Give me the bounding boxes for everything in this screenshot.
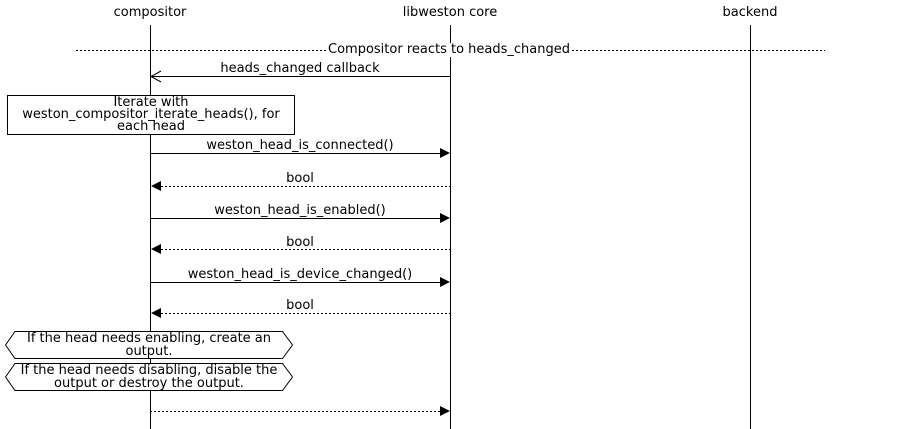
lifeline-libweston-core [450,25,451,429]
message-label: bool [284,298,316,313]
participant-label-libweston-core: libweston core [402,5,498,20]
message-line [161,249,450,250]
participant-label-backend: backend [722,5,778,20]
message-line [161,186,450,187]
message-line [151,76,450,77]
filled-arrowhead-left-icon [151,244,161,254]
note-text: If the head needs disabling, disable the… [20,363,278,391]
note-disable-output: If the head needs disabling, disable the… [5,363,293,391]
message-label: bool [284,235,316,250]
filled-arrowhead-right-icon [440,406,450,416]
lifeline-backend [750,25,751,429]
note-text: Iterate with weston_compositor_iterate_h… [22,95,280,134]
message-line [161,313,450,314]
message-line [150,282,440,283]
message-label: weston_head_is_device_changed() [185,267,415,282]
filled-arrowhead-right-icon [440,213,450,223]
filled-arrowhead-right-icon [440,277,450,287]
message-line [150,411,440,412]
filled-arrowhead-left-icon [151,308,161,318]
message-label: weston_head_is_enabled() [212,203,388,218]
filled-arrowhead-right-icon [440,148,450,158]
message-label: bool [284,171,316,186]
lifeline-compositor [150,25,151,429]
filled-arrowhead-left-icon [151,181,161,191]
message-label: heads_changed callback [218,61,382,76]
hexagon-shape [5,331,293,359]
note-iterate-heads: Iterate with weston_compositor_iterate_h… [7,95,295,135]
message-line [150,153,440,154]
message-line [150,218,440,219]
divider-label: Compositor reacts to heads_changed [327,42,571,57]
participant-label-compositor: compositor [113,5,187,20]
note-text: If the head needs enabling, create an ou… [26,331,272,359]
hexagon-shape [5,363,293,391]
open-arrowhead-left-icon [150,70,162,83]
message-label: weston_head_is_connected() [204,138,396,153]
note-enable-output: If the head needs enabling, create an ou… [5,331,293,359]
